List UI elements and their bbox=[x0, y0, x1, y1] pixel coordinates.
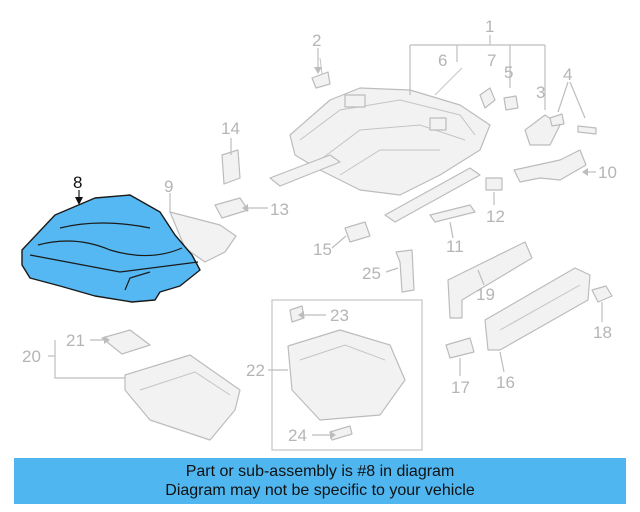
info-banner: Part or sub-assembly is #8 in diagram Di… bbox=[14, 458, 626, 504]
callout-18: 18 bbox=[593, 323, 612, 342]
banner-line-2: Diagram may not be specific to your vehi… bbox=[165, 482, 475, 499]
seat-cushion-part-8 bbox=[21, 194, 201, 303]
callout-14: 14 bbox=[221, 119, 240, 138]
callout-19: 19 bbox=[476, 285, 495, 304]
callout-23: 23 bbox=[330, 306, 349, 325]
callout-9: 9 bbox=[164, 177, 173, 196]
callout-15: 15 bbox=[313, 240, 332, 259]
callout-6: 6 bbox=[438, 51, 447, 70]
mid-parts bbox=[344, 221, 415, 293]
callout-13: 13 bbox=[270, 200, 289, 219]
callout-11: 11 bbox=[446, 237, 464, 256]
callout-labels: 1 2 3 4 5 6 7 8 9 10 11 12 13 14 15 16 1… bbox=[22, 17, 617, 445]
lower-left-parts bbox=[101, 329, 241, 441]
callout-17: 17 bbox=[451, 378, 470, 397]
callout-1: 1 bbox=[485, 17, 494, 36]
upper-small-parts bbox=[311, 57, 597, 223]
callout-20: 20 bbox=[22, 347, 41, 366]
callout-8: 8 bbox=[73, 173, 82, 192]
right-lower-parts bbox=[445, 241, 613, 359]
left-mid-parts bbox=[169, 149, 249, 263]
leader-lines bbox=[48, 35, 603, 436]
callout-16: 16 bbox=[496, 373, 515, 392]
inset-box bbox=[271, 299, 423, 451]
arrowheads bbox=[75, 67, 588, 439]
callout-4: 4 bbox=[563, 65, 572, 84]
callout-24: 24 bbox=[288, 426, 307, 445]
callout-12: 12 bbox=[486, 207, 505, 226]
banner-line-1: Part or sub-assembly is #8 in diagram bbox=[185, 463, 455, 480]
callout-5: 5 bbox=[504, 63, 513, 82]
callout-2: 2 bbox=[312, 31, 321, 50]
callout-10: 10 bbox=[598, 163, 617, 182]
callout-7: 7 bbox=[487, 51, 496, 70]
callout-22: 22 bbox=[246, 361, 265, 380]
seat-frame bbox=[269, 87, 491, 223]
callout-25: 25 bbox=[362, 264, 381, 283]
callout-21: 21 bbox=[66, 331, 85, 350]
callout-3: 3 bbox=[536, 83, 545, 102]
